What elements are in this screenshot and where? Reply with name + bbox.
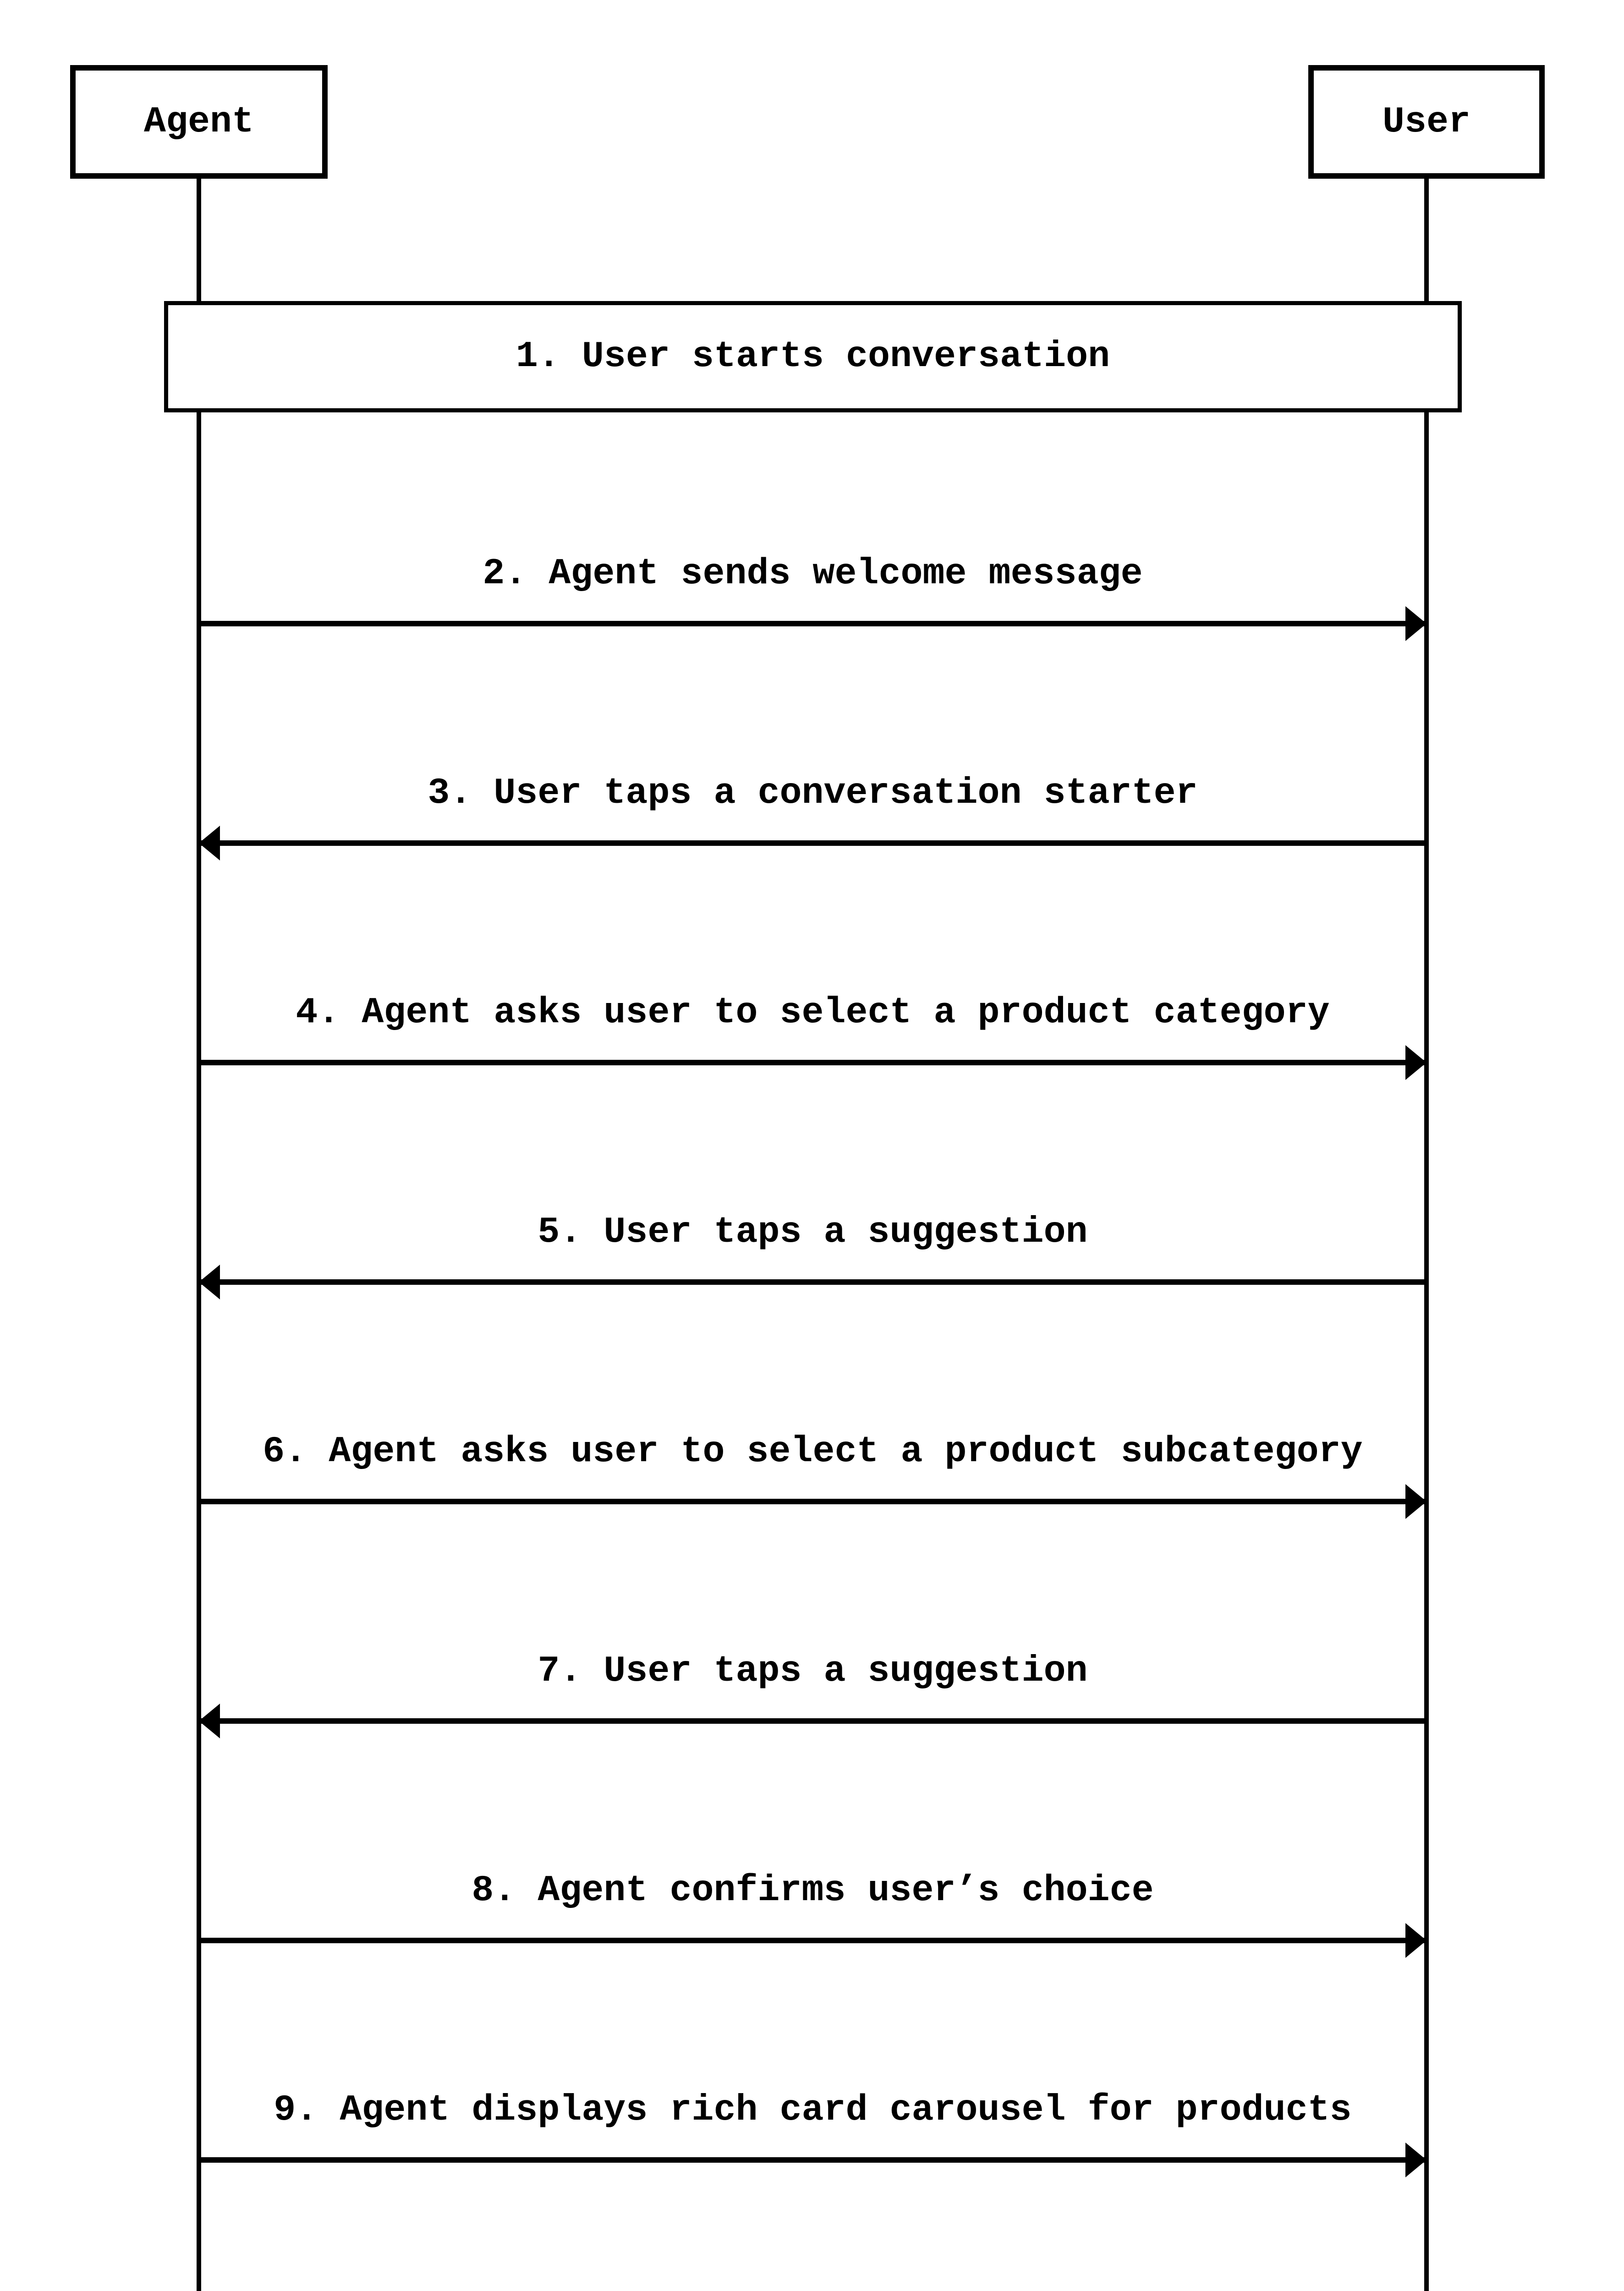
lifeline-agent [197,177,201,2291]
message-label-step-5: 5. User taps a suggestion [199,1208,1426,1256]
message-arrow-line-step-2 [199,621,1426,626]
arrow-head-left-step-3 [199,826,220,860]
actor-box-agent-top: Agent [70,65,328,179]
actor-box-user-top: User [1308,65,1545,179]
note-label: 1. User starts conversation [516,336,1110,378]
message-text-line: 4. Agent asks user to select a product c… [296,992,1330,1034]
message-text-line: 2. Agent sends welcome message [483,553,1143,595]
arrow-head-right-step-9 [1405,2143,1426,2177]
message-text-line: 6. Agent asks user to select a product s… [263,1431,1363,1473]
message-label-step-9: 9. Agent displays rich card carousel for… [199,2086,1426,2134]
message-text-line: 7. User taps a suggestion [538,1650,1088,1692]
message-text-line: 5. User taps a suggestion [538,1211,1088,1253]
message-arrow-line-step-7 [199,1718,1426,1724]
message-label-step-6: 6. Agent asks user to select a product s… [199,1428,1426,1476]
actor-label-agent-top: Agent [143,101,254,143]
message-arrow-line-step-6 [199,1499,1426,1504]
message-text-line: 8. Agent confirms user’s choice [472,1870,1154,1912]
message-label-step-3: 3. User taps a conversation starter [199,769,1426,817]
actor-label-user-top: User [1382,101,1471,143]
arrow-head-left-step-5 [199,1265,220,1299]
arrow-head-right-step-2 [1405,606,1426,641]
message-arrow-line-step-9 [199,2157,1426,2163]
message-arrow-line-step-8 [199,1938,1426,1943]
arrow-head-right-step-6 [1405,1484,1426,1519]
message-label-step-8: 8. Agent confirms user’s choice [199,1867,1426,1915]
message-arrow-line-step-3 [199,840,1426,846]
message-label-step-2: 2. Agent sends welcome message [199,550,1426,598]
arrow-head-right-step-8 [1405,1923,1426,1958]
message-label-step-4: 4. Agent asks user to select a product c… [199,989,1426,1037]
message-arrow-line-step-5 [199,1279,1426,1285]
message-text-line: 9. Agent displays rich card carousel for… [274,2089,1352,2131]
message-text-line: 3. User taps a conversation starter [428,773,1198,814]
arrow-head-left-step-7 [199,1704,220,1738]
message-arrow-line-step-4 [199,1060,1426,1065]
lifeline-user [1424,177,1429,2291]
note-box-step-1: 1. User starts conversation [164,301,1462,412]
message-label-step-7: 7. User taps a suggestion [199,1647,1426,1695]
arrow-head-right-step-4 [1405,1045,1426,1080]
